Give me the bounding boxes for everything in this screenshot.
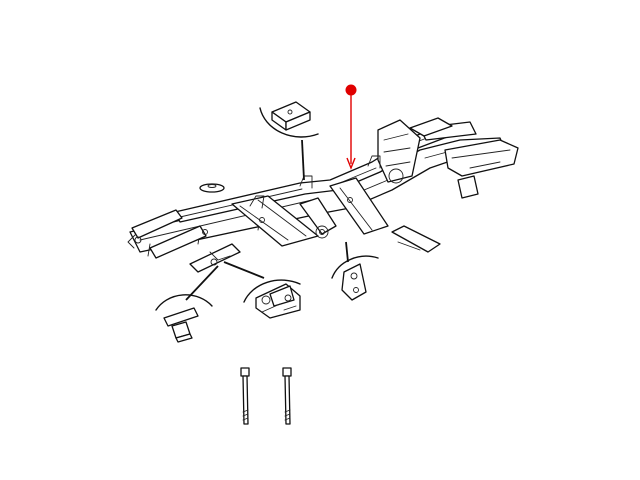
long-bolt-right [282, 367, 292, 425]
body-mount-washer [199, 183, 225, 193]
body-mount-brackets [202, 155, 381, 235]
callout-marker [345, 84, 357, 170]
vehicle-frame [127, 117, 519, 273]
body-mount-bolt-detail [155, 265, 219, 343]
spring-hanger-bracket-detail [223, 261, 301, 319]
transmission-crossmember [329, 177, 389, 235]
shackle-bracket-detail [331, 241, 379, 301]
rear-suspension-mount [377, 119, 519, 199]
center-crossmember [231, 195, 337, 247]
front-crossmember [127, 209, 241, 273]
long-bolt-left [240, 367, 250, 425]
rear-crossmember [391, 117, 453, 253]
crossmember-bracket-detail [259, 101, 319, 181]
